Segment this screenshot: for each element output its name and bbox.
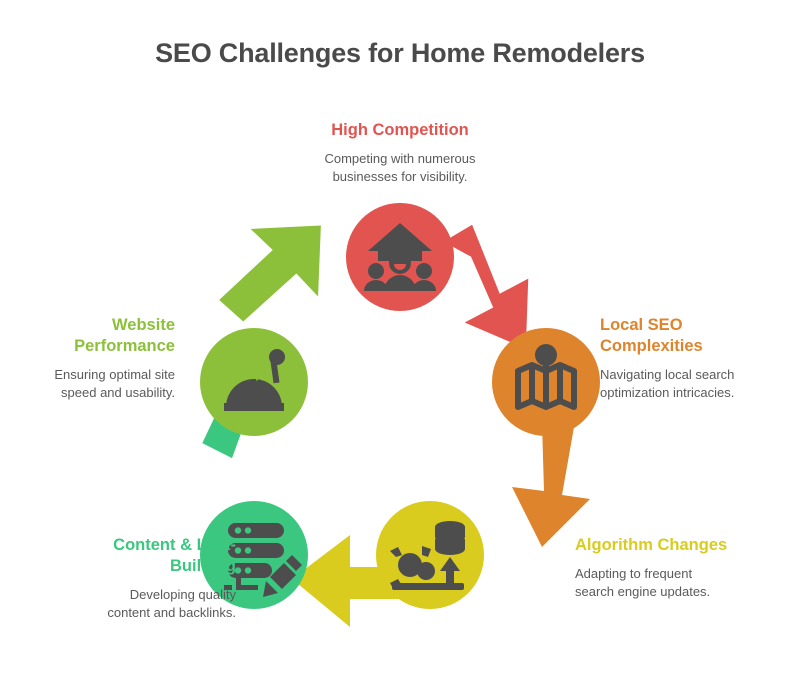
server-pencil-icon	[224, 523, 302, 597]
node-content-link-building[interactable]	[200, 501, 308, 609]
map-pin-icon	[515, 344, 577, 410]
label-title-line1: Website	[112, 316, 175, 334]
house-people-icon	[364, 223, 436, 291]
node-high-competition[interactable]	[346, 203, 454, 311]
arrow-red	[443, 224, 529, 349]
label-title-line2: Building	[170, 557, 236, 576]
label-title-algorithm-changes: Algorithm Changes	[575, 536, 728, 554]
label-desc-local-seo: Navigating local search optimization int…	[600, 366, 795, 402]
label-desc-line1: Ensuring optimal site	[54, 367, 175, 383]
label-title-website-performance: Website Performance	[20, 315, 175, 357]
label-desc-line1: Adapting to frequent	[575, 566, 693, 582]
label-desc-line1: Competing with numerous	[324, 151, 476, 167]
speedometer-icon	[224, 349, 285, 411]
node-algorithm-changes[interactable]	[376, 501, 484, 609]
label-title-high-competition: High Competition	[331, 121, 469, 139]
label-algorithm-changes: Algorithm Changes Adapting to frequent s…	[575, 535, 795, 601]
label-title-line1: Local SEO	[600, 316, 683, 334]
label-title-line1: Content & Link-	[113, 536, 236, 554]
arrow-yellow	[292, 535, 420, 627]
label-desc-website-performance: Ensuring optimal site speed and usabilit…	[20, 366, 175, 402]
label-desc-line2: speed and usability.	[61, 385, 175, 401]
label-desc-line2: search engine updates.	[575, 584, 711, 600]
label-title-local-seo: Local SEO Complexities	[600, 315, 795, 357]
arrow-lightgreen	[219, 225, 321, 322]
label-desc-line2: businesses for visibility.	[332, 169, 468, 185]
label-title-line2: Complexities	[600, 337, 703, 356]
page-title: SEO Challenges for Home Remodelers	[155, 38, 645, 68]
label-website-performance: Website Performance Ensuring optimal sit…	[20, 315, 175, 402]
label-desc-line1: Developing quality	[129, 587, 236, 603]
node-local-seo[interactable]	[492, 328, 600, 436]
label-desc-algorithm-changes: Adapting to frequent search engine updat…	[575, 565, 795, 601]
label-desc-content-link-building: Developing quality content and backlinks…	[8, 586, 236, 622]
label-content-link-building: Content & Link- Building Developing qual…	[8, 535, 236, 622]
label-local-seo-complexities: Local SEO Complexities Navigating local …	[600, 315, 795, 402]
cycle-diagram	[170, 195, 630, 655]
label-high-competition: High Competition Competing with numerous…	[280, 120, 520, 186]
node-website-performance[interactable]	[200, 328, 308, 436]
label-desc-high-competition: Competing with numerous businesses for v…	[280, 150, 520, 186]
gears-data-icon	[390, 521, 465, 590]
label-desc-line2: content and backlinks.	[107, 605, 236, 621]
circle-algorithm-changes[interactable]	[376, 501, 484, 609]
label-title-line2: Performance	[74, 337, 175, 356]
label-desc-line2: optimization intricacies.	[600, 385, 735, 401]
label-title-content-link-building: Content & Link- Building	[8, 535, 236, 577]
label-desc-line1: Navigating local search	[600, 367, 735, 383]
arrow-orange	[512, 423, 590, 547]
